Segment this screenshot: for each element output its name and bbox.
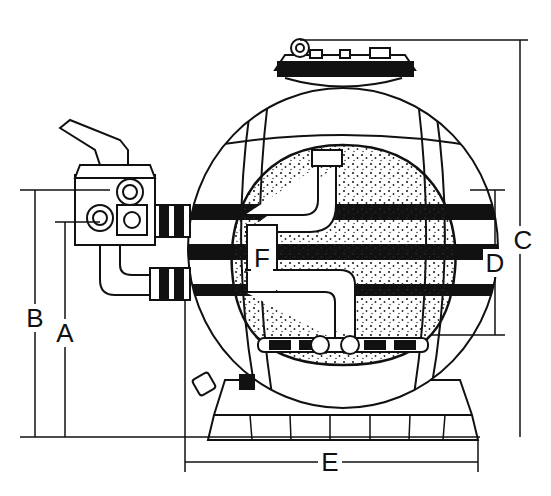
dimension-label: D — [483, 249, 508, 277]
dimension-label: B — [23, 304, 46, 332]
dimension-label: A — [53, 319, 76, 347]
dimension-label: F — [251, 244, 273, 272]
dimension-label: E — [318, 448, 341, 476]
dimension-label: C — [511, 226, 536, 254]
